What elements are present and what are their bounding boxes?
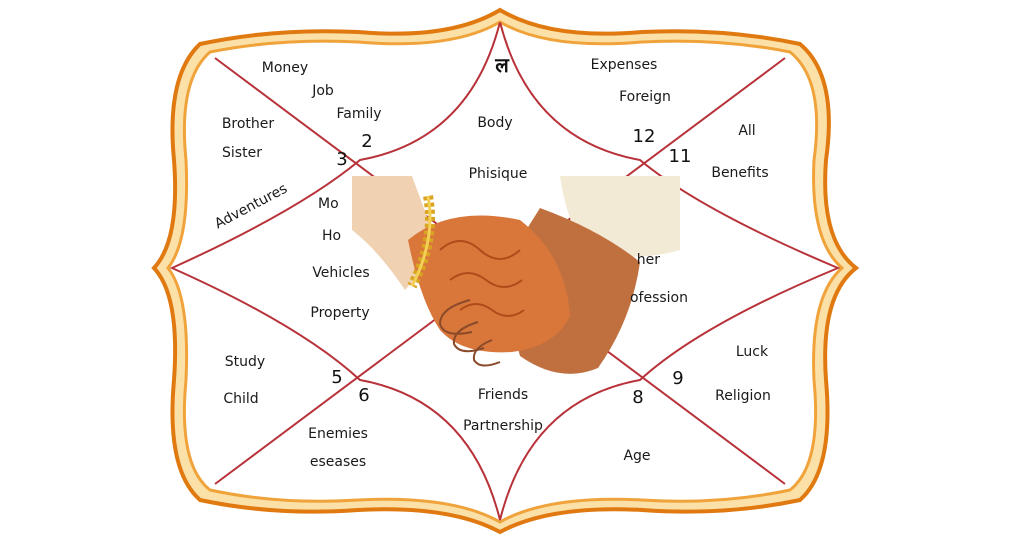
house-5-label-2: Child	[223, 391, 258, 407]
bride-hand	[408, 215, 570, 353]
house-2-label-3: Family	[336, 106, 381, 122]
fingers	[438, 299, 501, 367]
house-12-label-2: Foreign	[619, 89, 671, 105]
house-11-number: 11	[669, 146, 692, 167]
house-7-label-1: Friends	[478, 387, 528, 403]
house-2-label-1: Money	[262, 60, 308, 76]
house-4-label-2: Ho	[322, 228, 341, 244]
house-1-label-1: Body	[477, 115, 512, 131]
house-11-label-1: All	[738, 123, 755, 139]
house-9-label-2: Religion	[715, 388, 771, 404]
house-10-label-1: her	[637, 252, 660, 268]
house-2-label-2: Job	[311, 83, 334, 99]
house-10-label-2: ofession	[630, 290, 688, 306]
house-1-symbol: ल	[494, 53, 510, 77]
house-11-label-2: Benefits	[711, 165, 768, 181]
house-3-number: 3	[336, 149, 347, 170]
house-12-label-1: Expenses	[591, 57, 658, 73]
gold-bangle	[407, 195, 435, 289]
house-4-label-1: Mo	[318, 196, 339, 212]
hands-illustration	[352, 176, 680, 374]
house-6-number: 6	[358, 385, 369, 406]
house-7-label-2: Partnership	[463, 418, 543, 434]
house-5-label-1: Study	[225, 354, 265, 370]
house-9-label-1: Luck	[736, 344, 769, 360]
house-8-label-1: Age	[623, 448, 650, 464]
house-12-number: 12	[633, 126, 656, 147]
house-6-label-2: eseases	[310, 454, 366, 470]
house-8-number: 8	[632, 387, 643, 408]
house-4-label-3: Vehicles	[312, 265, 369, 281]
house-9-number: 9	[672, 368, 683, 389]
henna-pattern	[439, 240, 525, 317]
house-4-label-4: Property	[310, 305, 369, 321]
house-3-label-1: Brother	[222, 116, 275, 132]
house-1-label-2: Phisique	[469, 166, 528, 182]
house-6-label-1: Enemies	[308, 426, 368, 442]
house-2-number: 2	[361, 131, 372, 152]
house-5-number: 5	[331, 367, 342, 388]
house-3-label-2: Sister	[222, 145, 262, 161]
